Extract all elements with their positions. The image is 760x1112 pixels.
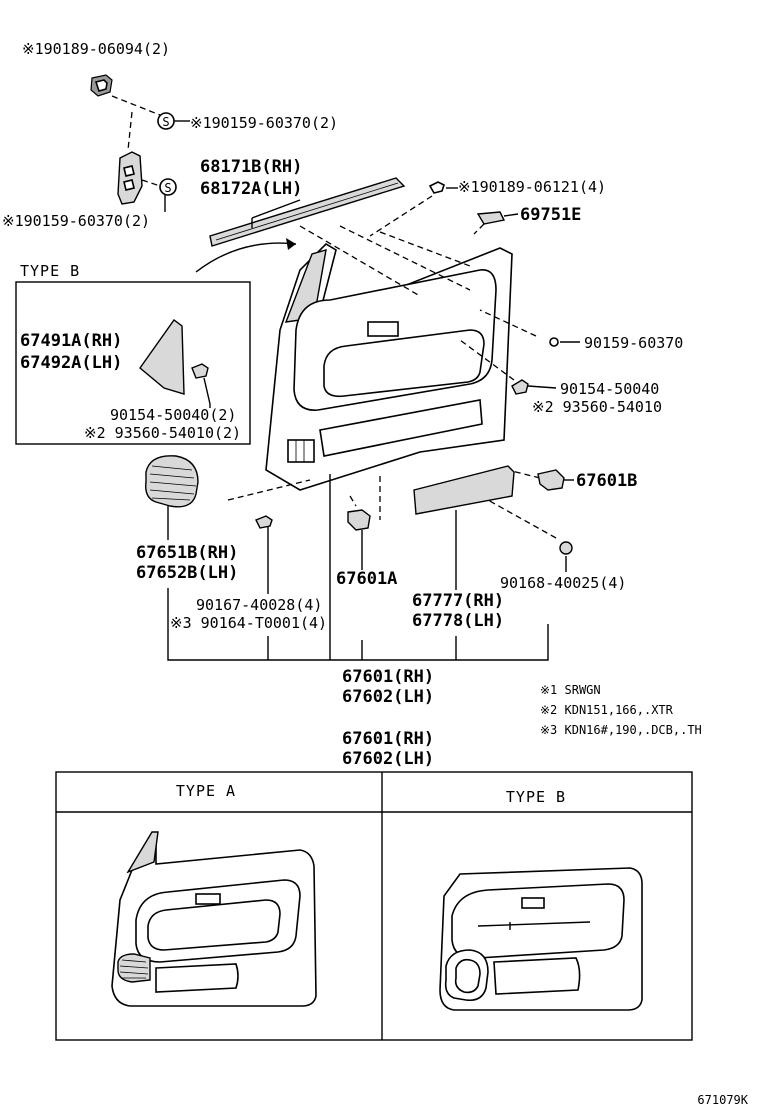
label-67652b: 67652B(LH) (136, 563, 238, 583)
label-67601a: 67601A (336, 569, 397, 589)
label-67601-rh: 67601(RH) (342, 667, 434, 687)
type-comparison-table (55, 771, 693, 1041)
bracket-part[interactable] (117, 151, 143, 205)
screw-60370-part[interactable] (549, 337, 559, 347)
door-trim-panel[interactable] (265, 242, 513, 491)
speaker-grille-part[interactable] (145, 455, 199, 508)
label-67777: 67777(RH) (412, 591, 504, 611)
label-90167-40028: 90167-40028(4) (196, 596, 322, 614)
label-90164-t0001: ※3 90164-T0001(4) (170, 614, 327, 632)
label-93560-54010: ※2 93560-54010 (532, 398, 662, 416)
clip-67601a-part[interactable] (347, 509, 371, 531)
label-190159-60370-b: ※190159-60370(2) (2, 212, 150, 230)
label-190159-60370-a: ※190159-60370(2) (190, 114, 338, 132)
table-header-type-b: TYPE B (506, 788, 566, 806)
label-67602-lh: 67602(LH) (342, 687, 434, 707)
label-190189-06121: ※190189-06121(4) (458, 178, 606, 196)
screw-marker-icon: S (157, 112, 175, 130)
label-190189-06094: ※190189-06094(2) (22, 40, 170, 58)
label-67651b: 67651B(RH) (136, 543, 238, 563)
note-3: ※3 KDN16#,190,.DCB,.TH (540, 723, 702, 737)
label-69751e: 69751E (520, 205, 581, 225)
label-67602-lh-2: 67602(LH) (342, 749, 434, 769)
label-67601-rh-2: 67601(RH) (342, 729, 434, 749)
table-header-type-a: TYPE A (176, 782, 236, 800)
type-a-door-illustration[interactable] (111, 831, 317, 1007)
clip-06121-part[interactable] (428, 181, 445, 194)
pillar-trim-part[interactable] (139, 319, 185, 395)
label-90154-50040-2: 90154-50040(2) (110, 406, 236, 424)
note-2: ※2 KDN151,166,.XTR (540, 703, 674, 717)
clip-69751e-part[interactable] (476, 211, 506, 225)
screw-inset-part[interactable] (191, 363, 209, 379)
diagram-code: 671079K (697, 1093, 748, 1107)
svg-text:S: S (162, 115, 169, 129)
type-b-inset-box (15, 281, 251, 445)
svg-text:S: S (164, 181, 171, 195)
label-67601b: 67601B (576, 471, 637, 491)
label-67491a: 67491A(RH) (20, 331, 122, 351)
label-90168-40025: 90168-40025(4) (500, 574, 626, 592)
label-68171b: 68171B(RH) (200, 157, 302, 177)
clip-67601b-part[interactable] (537, 469, 565, 491)
label-90154-50040: 90154-50040 (560, 380, 659, 398)
type-b-door-illustration[interactable] (439, 867, 643, 1011)
assembly-arrow-icon (195, 238, 297, 273)
screw-50040-part[interactable] (511, 379, 529, 395)
label-67778: 67778(LH) (412, 611, 504, 631)
type-b-inset-title: TYPE B (20, 262, 80, 280)
clip-part[interactable] (90, 74, 113, 97)
armrest-strip-part[interactable] (413, 465, 515, 515)
weatherstrip-part[interactable] (209, 177, 406, 247)
label-90159-60370: 90159-60370 (584, 334, 683, 352)
screw-40025-part[interactable] (559, 541, 573, 555)
note-1: ※1 SRWGN (540, 683, 601, 697)
label-67492a: 67492A(LH) (20, 353, 122, 373)
screw-40028-part[interactable] (255, 515, 273, 529)
label-93560-54010-2: ※2 93560-54010(2) (84, 424, 241, 442)
label-68172a: 68172A(LH) (200, 179, 302, 199)
screw-marker-icon: S (159, 178, 177, 196)
